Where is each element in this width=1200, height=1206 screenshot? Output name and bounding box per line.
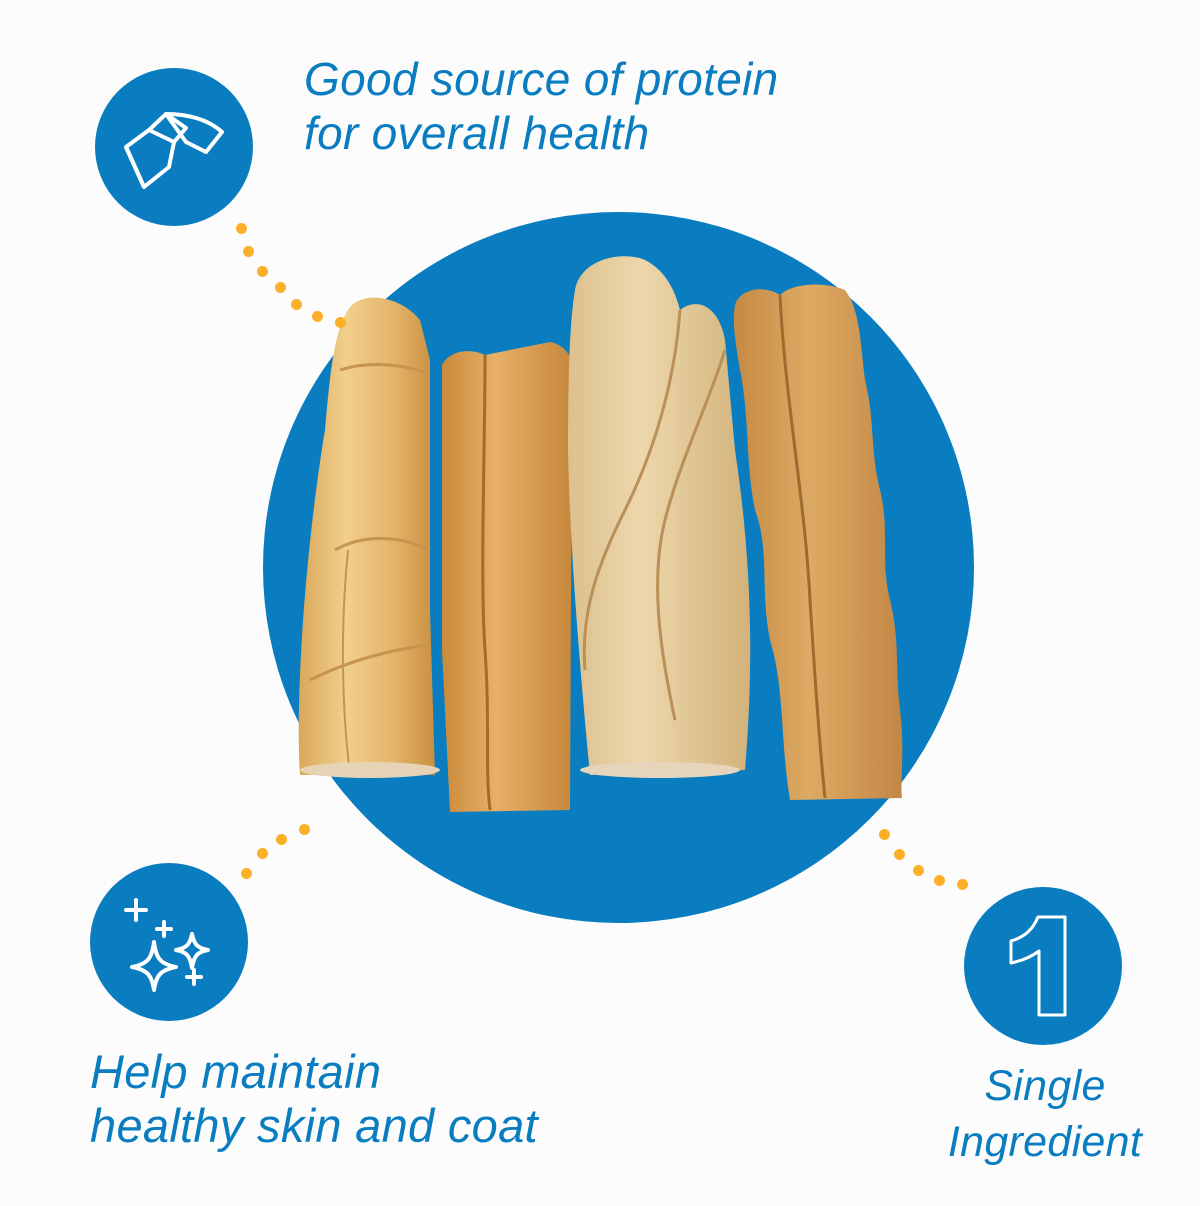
connector-dot [275, 282, 286, 293]
feature-protein-caption: Good source of protein for overall healt… [304, 52, 779, 160]
caption-line: healthy skin and coat [90, 1099, 538, 1152]
single-ingredient-icon-badge [964, 887, 1122, 1045]
caption-line: Good source of protein [304, 53, 779, 105]
product-image [280, 250, 960, 830]
connector-dot [335, 317, 346, 328]
connector-dot [299, 824, 310, 835]
connector-dot [934, 875, 945, 886]
feature-skin-coat-caption: Help maintain healthy skin and coat [90, 1045, 538, 1153]
connector-dot [879, 829, 890, 840]
connector-dot [312, 311, 323, 322]
protein-icon-badge [95, 68, 253, 226]
connector-dot [241, 868, 252, 879]
connector-dot [257, 848, 268, 859]
connector-dot [894, 849, 905, 860]
connector-dot [257, 266, 268, 277]
connector-dot [957, 879, 968, 890]
sparkles-icon [124, 898, 210, 992]
chew-roll-1 [298, 297, 440, 778]
number-one-icon [1009, 915, 1067, 1017]
chew-roll-2 [442, 342, 575, 812]
chew-roll-3 [568, 256, 751, 778]
connector-dot [243, 246, 254, 257]
caption-line: for overall health [304, 107, 650, 159]
protein-strip-icon [124, 112, 224, 189]
caption-line: Single [984, 1062, 1106, 1110]
chew-roll-4 [733, 284, 903, 800]
connector-dot [236, 223, 247, 234]
connector-dot [276, 834, 287, 845]
skin-coat-icon-badge [90, 863, 248, 1021]
feature-single-ingredient-caption: Single Ingredient [925, 1058, 1165, 1170]
connector-dot [291, 299, 302, 310]
connector-dot [913, 865, 924, 876]
caption-line: Ingredient [947, 1118, 1143, 1166]
caption-line: Help maintain [90, 1045, 382, 1098]
